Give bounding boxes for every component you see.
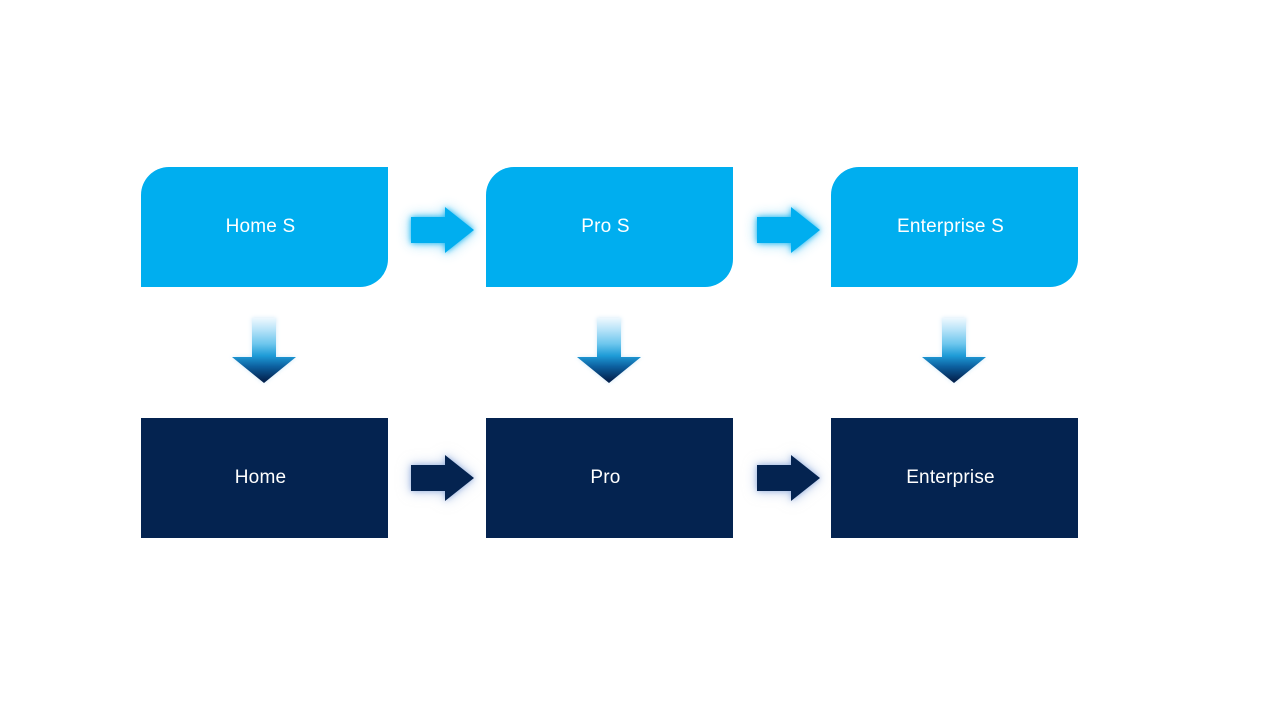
down-arrow-icon — [577, 318, 641, 383]
down-arrow-icon — [922, 318, 986, 383]
right-arrow-icon — [411, 455, 474, 501]
right-arrow-shape — [757, 207, 820, 253]
shape-label: Enterprise — [906, 467, 995, 488]
shape-label: Home S — [225, 216, 296, 237]
down-arrow-shape — [232, 318, 296, 383]
right-arrow-shape — [411, 455, 474, 501]
shape-home: Home — [141, 418, 388, 538]
right-arrow-icon — [411, 207, 474, 253]
shape-enterprise: Enterprise — [831, 418, 1078, 538]
shape-label: Pro S — [581, 216, 630, 237]
shape-label: Home — [234, 467, 287, 488]
right-arrow-shape — [411, 207, 474, 253]
down-arrow-shape — [577, 318, 641, 383]
shape-pro-s: Pro S — [486, 167, 733, 287]
shape-home-s: Home S — [141, 167, 388, 287]
shape-enterprise-s: Enterprise S — [831, 167, 1078, 287]
down-arrow-icon — [232, 318, 296, 383]
shape-pro: Pro — [486, 418, 733, 538]
right-arrow-icon — [757, 207, 820, 253]
right-arrow-icon — [757, 455, 820, 501]
down-arrow-shape — [922, 318, 986, 383]
shape-label: Enterprise S — [897, 216, 1004, 237]
right-arrow-shape — [757, 455, 820, 501]
shape-label: Pro — [590, 467, 621, 488]
